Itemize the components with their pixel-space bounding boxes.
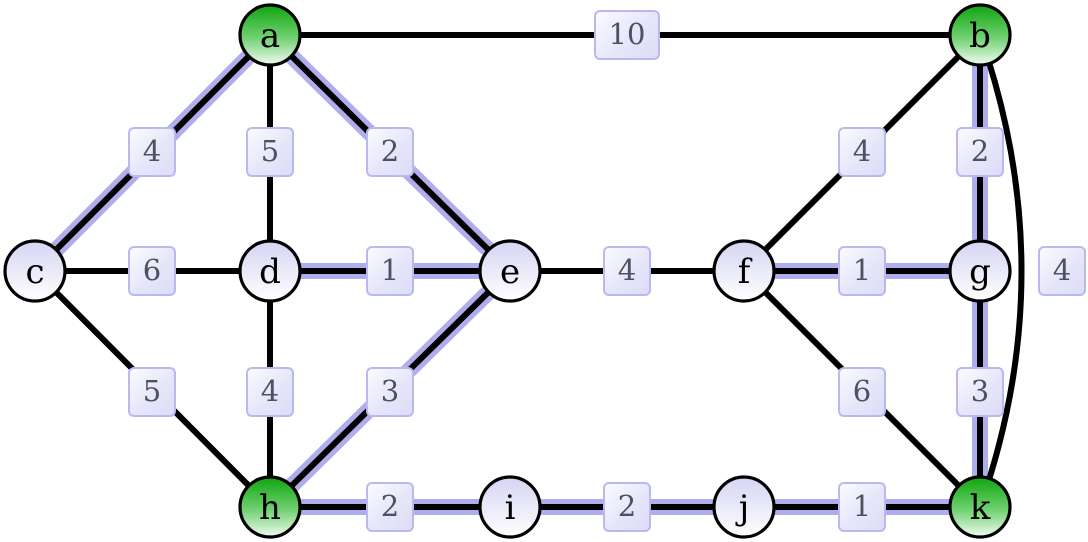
node-circle-b[interactable] [948, 3, 1012, 67]
edge-weight-text-i-j: 2 [617, 488, 637, 523]
node-circle-f[interactable] [712, 239, 776, 303]
edge-weight-e-f: 4 [603, 246, 651, 296]
edge-weight-text-c-h: 5 [142, 373, 162, 408]
edge-weight-a-b: 10 [594, 10, 660, 60]
edge-weight-h-i: 2 [366, 482, 414, 532]
node-k[interactable]: k [948, 475, 1012, 539]
edge-weight-f-g: 1 [838, 246, 886, 296]
edge-weight-i-j: 2 [603, 482, 651, 532]
edge-weight-text-j-k: 1 [852, 488, 872, 523]
node-label-h: h [259, 488, 281, 528]
edge-weight-text-b-g: 2 [970, 133, 990, 168]
edge-weight-text-h-i: 2 [380, 488, 400, 523]
edge-weight-g-k: 3 [956, 367, 1004, 417]
node-label-c: c [25, 252, 44, 292]
node-label-i: i [505, 488, 516, 528]
edge-weight-b-k: 4 [1038, 246, 1086, 296]
node-label-e: e [500, 252, 520, 292]
edge-weight-text-d-h: 4 [260, 373, 280, 408]
node-label-b: b [969, 16, 991, 56]
node-circle-c[interactable] [3, 239, 67, 303]
edge-weight-text-a-d: 5 [260, 133, 280, 168]
node-circle-h[interactable] [238, 475, 302, 539]
edge-weight-b-g: 2 [956, 127, 1004, 177]
edge-weight-c-h: 5 [128, 367, 176, 417]
node-h[interactable]: h [238, 475, 302, 539]
edge-b-k[interactable] [977, 34, 1025, 508]
node-label-a: a [260, 16, 280, 56]
node-layer: a b c d e f g h i j k [3, 3, 1012, 539]
edge-weight-text-d-e: 1 [380, 252, 400, 287]
edge-weight-text-f-g: 1 [852, 252, 872, 287]
node-label-g: g [969, 252, 991, 292]
edge-weight-a-d: 5 [246, 127, 294, 177]
node-c[interactable]: c [3, 239, 67, 303]
node-b[interactable]: b [948, 3, 1012, 67]
edge-weight-d-h: 4 [246, 367, 294, 417]
edge-weight-text-g-k: 3 [970, 373, 990, 408]
edge-weight-text-b-k: 4 [1052, 252, 1072, 287]
node-label-f: f [738, 252, 753, 292]
edge-weight-f-k: 6 [838, 367, 886, 417]
node-label-d: d [259, 252, 281, 292]
node-e[interactable]: e [478, 239, 542, 303]
edge-weight-a-c: 4 [128, 127, 176, 177]
edge-weight-text-e-f: 4 [617, 252, 637, 287]
edge-weight-j-k: 1 [838, 482, 886, 532]
node-label-k: k [970, 488, 991, 528]
node-circle-k[interactable] [948, 475, 1012, 539]
node-circle-d[interactable] [238, 239, 302, 303]
node-f[interactable]: f [712, 239, 776, 303]
edge-weight-b-f: 4 [838, 127, 886, 177]
node-j[interactable]: j [712, 475, 776, 539]
node-label-j: j [735, 488, 750, 528]
edge-weight-a-e: 2 [366, 127, 414, 177]
edge-weight-text-b-f: 4 [852, 133, 872, 168]
edge-weight-text-a-c: 4 [142, 133, 162, 168]
node-g[interactable]: g [948, 239, 1012, 303]
edge-weight-text-a-e: 2 [380, 133, 400, 168]
node-circle-j[interactable] [712, 475, 776, 539]
node-d[interactable]: d [238, 239, 302, 303]
edge-weight-c-d: 6 [128, 246, 176, 296]
edge-weight-text-c-d: 6 [142, 252, 162, 287]
node-circle-g[interactable] [948, 239, 1012, 303]
node-i[interactable]: i [478, 475, 542, 539]
edge-weight-text-e-h: 3 [380, 373, 400, 408]
node-circle-a[interactable] [238, 3, 302, 67]
edge-weight-d-e: 1 [366, 246, 414, 296]
node-circle-e[interactable] [478, 239, 542, 303]
node-circle-i[interactable] [478, 475, 542, 539]
edge-weight-text-a-b: 10 [608, 16, 646, 51]
edge-weight-e-h: 3 [366, 367, 414, 417]
node-a[interactable]: a [238, 3, 302, 67]
edge-weight-text-f-k: 6 [852, 373, 872, 408]
